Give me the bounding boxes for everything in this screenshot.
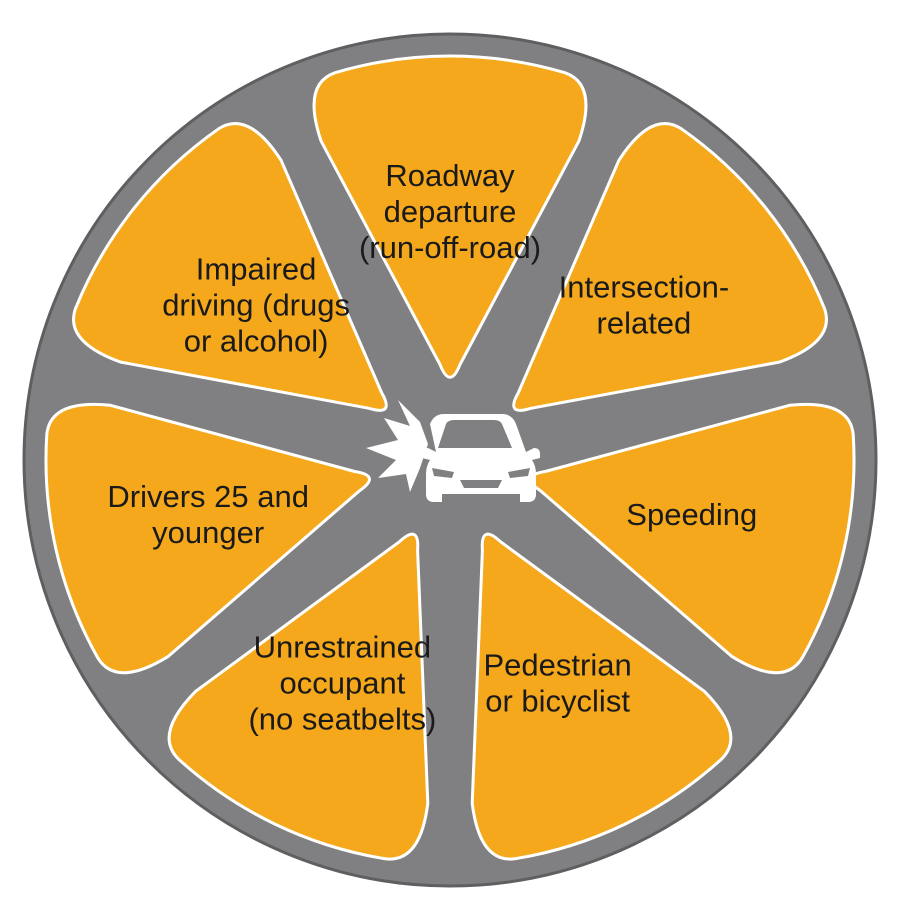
segment-label-line: Drivers 25 and [107,479,309,514]
wheel-segments [44,54,856,861]
segment-label-line: (run-off-road) [359,230,541,265]
segment-impaired-driving [72,122,388,412]
segment-label-line: related [597,305,692,340]
segment-label-speeding: Speeding [626,497,757,532]
segment-pedestrian-bicyclist [470,532,733,861]
segment-label-line: Pedestrian [483,647,631,682]
segment-label-line: occupant [279,665,405,700]
segment-roadway-departure [312,54,588,379]
segment-label-line: Roadway [385,158,515,193]
segment-label-line: or alcohol) [184,323,329,358]
crash-burst-icon [366,400,428,492]
segment-label-line: (no seatbelts) [248,701,436,736]
car-crash-icon [366,400,540,502]
segment-label-line: Unrestrained [254,629,431,664]
segment-label-line: Impaired [196,251,317,286]
segment-label-line: Intersection- [559,269,730,304]
segment-intersection-related [512,122,828,412]
segment-label-line: or bicyclist [485,683,630,718]
segment-label-line: departure [384,194,517,229]
segment-unrestrained-occupant [167,532,430,861]
segment-label-line: Speeding [626,497,757,532]
segment-label-line: younger [152,515,264,550]
segment-label-line: driving (drugs [162,287,350,322]
car-front-icon [422,414,540,502]
segment-label-intersection-related: Intersection-related [559,269,730,340]
segment-speeding [529,402,856,675]
segment-drivers-25-younger [44,402,371,675]
